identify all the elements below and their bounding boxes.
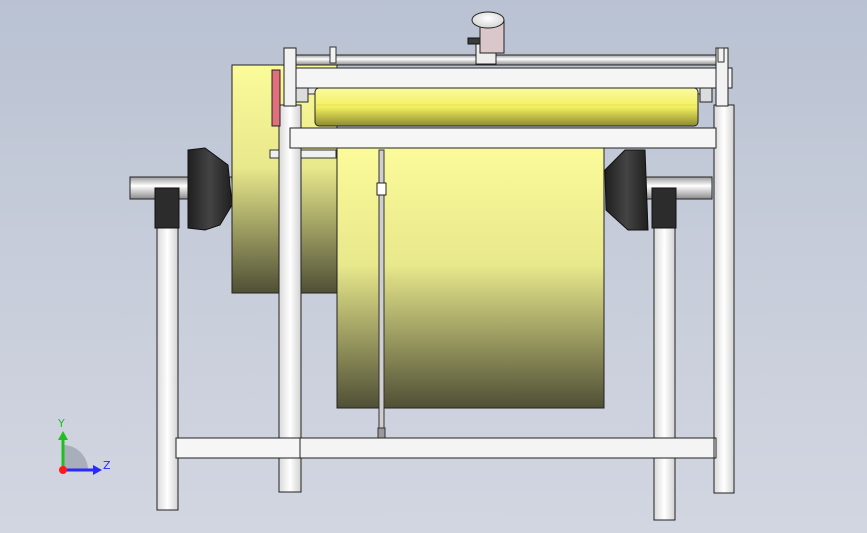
small-roller[interactable] [314, 87, 699, 127]
frame-right-post [713, 104, 735, 494]
frame-left-post [278, 104, 302, 493]
frame-top-rail [289, 127, 717, 149]
right-chuck [604, 149, 649, 231]
small-roller-body [314, 87, 699, 127]
top-guide-bar [287, 54, 727, 66]
triad-y-label: Y [57, 417, 65, 430]
triad-quarter-disk [63, 445, 88, 470]
top-plate [283, 67, 733, 89]
right-bearing-block [651, 187, 677, 229]
top-pin-left [329, 46, 337, 64]
top-left-bracket [283, 47, 297, 107]
left-chuck [187, 147, 233, 231]
vertical-rod[interactable] [376, 149, 387, 439]
triad-y-arrow [58, 431, 68, 440]
back-roll-collar [269, 149, 337, 159]
small-roller-core [316, 104, 697, 106]
triad-z-arrow [93, 465, 102, 475]
front-frame[interactable] [175, 104, 735, 494]
top-cup-rim [471, 11, 505, 29]
vertical-rod-tip [377, 427, 386, 439]
red-marker-tab [271, 69, 281, 127]
top-cup[interactable] [471, 11, 505, 54]
top-pin-right [717, 47, 725, 63]
vertical-rod-clamp [376, 182, 387, 196]
axis-triad: Y Z [57, 417, 111, 475]
left-bearing-block [154, 187, 180, 229]
top-end-block-right [699, 87, 713, 103]
frame-bottom-rail-back [299, 437, 715, 459]
triad-x-axis [59, 466, 67, 474]
left-shaft-assembly[interactable] [129, 147, 236, 511]
top-end-block-left [295, 87, 309, 103]
triad-z-label: Z [103, 459, 111, 472]
left-stand-leg [156, 189, 179, 511]
right-stand-leg [653, 189, 676, 521]
right-shaft-assembly[interactable] [604, 149, 713, 521]
